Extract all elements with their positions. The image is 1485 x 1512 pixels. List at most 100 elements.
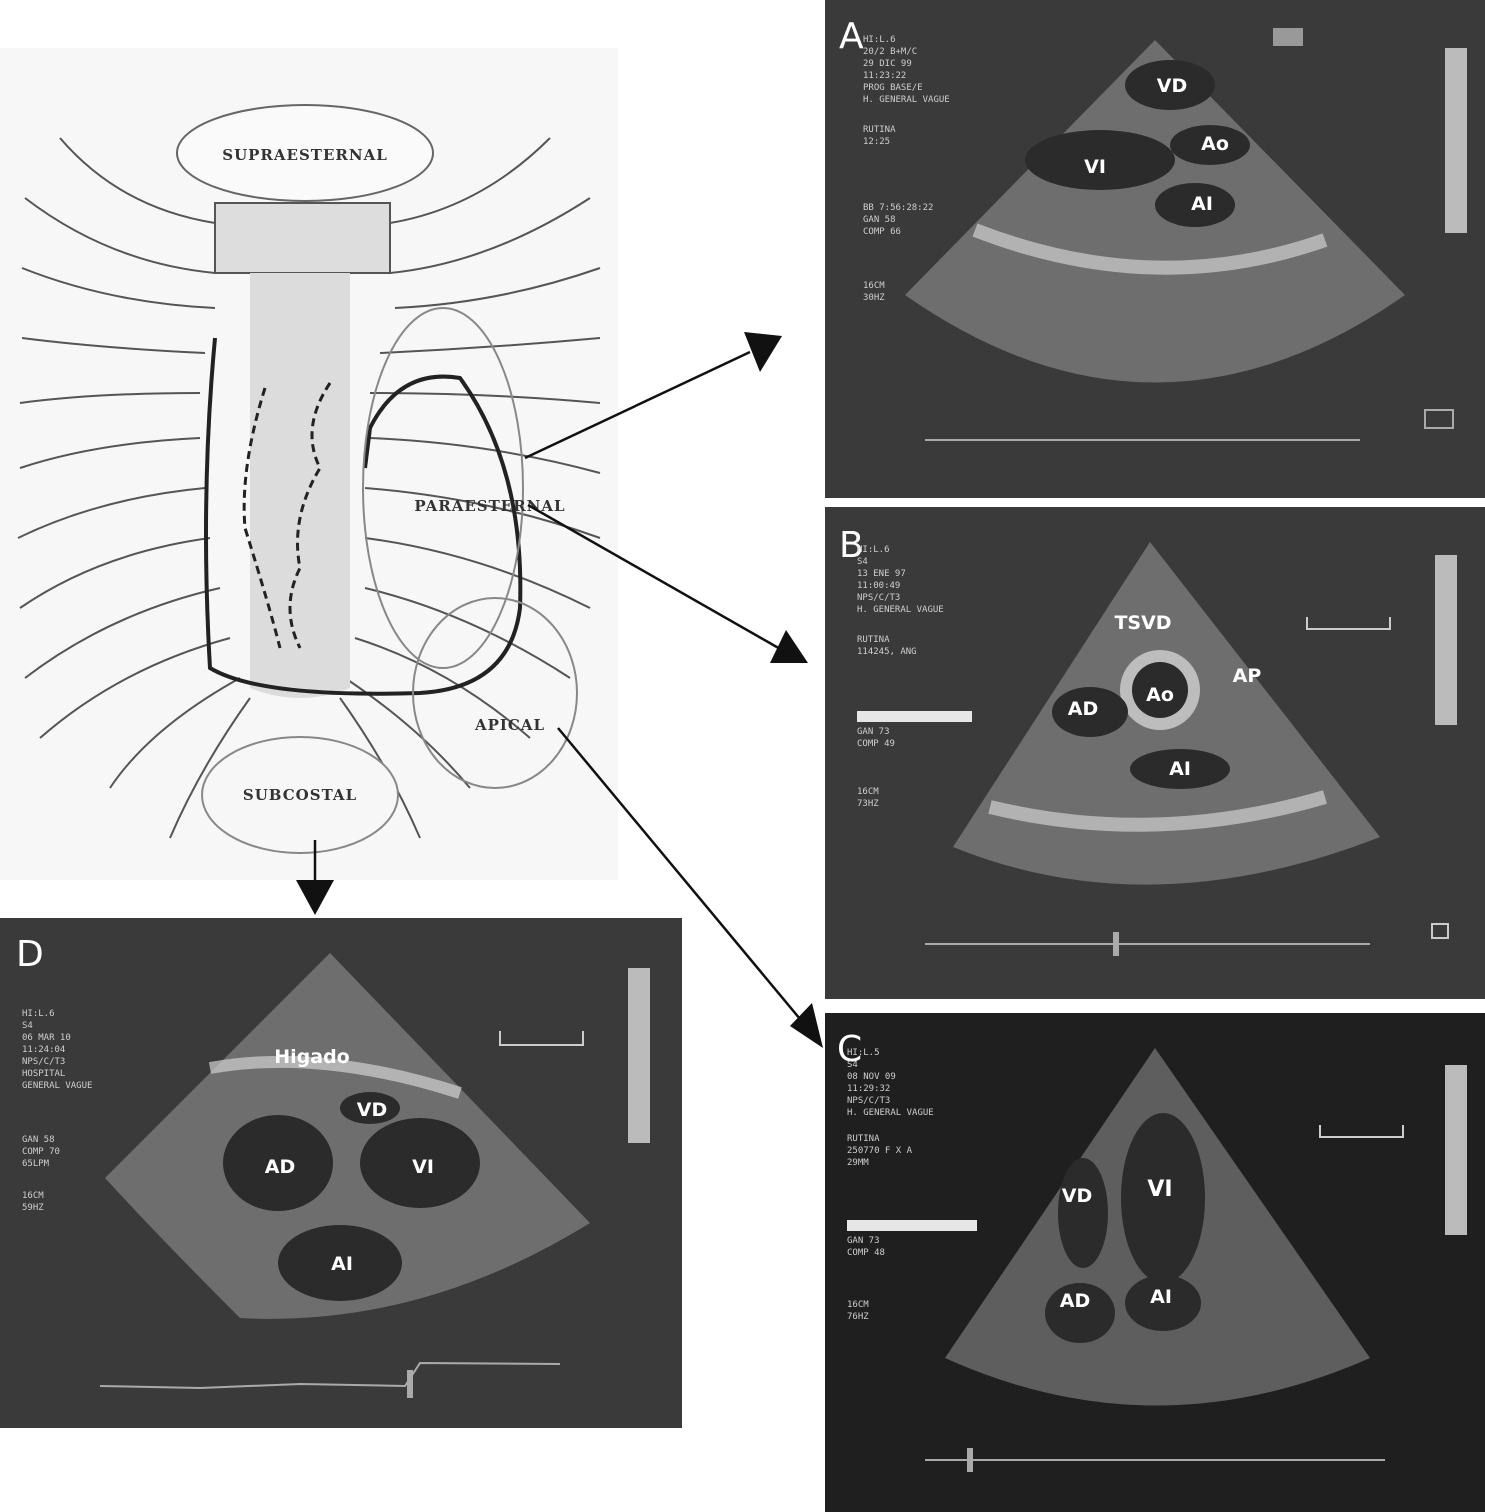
subcostal-label: SUBCOSTAL xyxy=(243,786,357,804)
echo-image-a: A VD Ao VI AI HI:L.6 20/2 B+M/C 29 DIC 9… xyxy=(839,16,1467,441)
arrow-head-a xyxy=(744,332,782,372)
machine-line: NPS/C/T3 xyxy=(22,1057,65,1067)
echo-sector-a xyxy=(905,40,1405,383)
echo-panel-b: B TSVD AP AD Ao AI HI:L.6 S4 13 ENE 97 1… xyxy=(825,507,1485,999)
cavity-ao xyxy=(1170,125,1250,165)
machine-text-c: HI:L.5 S4 08 NOV 09 11:29:32 NPS/C/T3 H.… xyxy=(847,1048,977,1322)
label-ad: AD xyxy=(265,1156,295,1178)
cavity-vd xyxy=(1058,1158,1108,1268)
supraesternal-window xyxy=(176,104,434,202)
machine-line: NPS/C/T3 xyxy=(847,1096,890,1106)
machine-line: 11:29:32 xyxy=(847,1084,890,1094)
machine-line: COMP 49 xyxy=(857,739,895,749)
panel-letter-b: B xyxy=(839,525,864,566)
machine-line: GENERAL VAGUE xyxy=(22,1081,92,1091)
machine-line: GAN 58 xyxy=(863,215,896,225)
supraesternal-label: SUPRAESTERNAL xyxy=(222,146,388,164)
machine-line: HI:L.5 xyxy=(847,1048,880,1058)
grayscale-bar-d xyxy=(628,968,650,1143)
echo-panel-d: D Higado VD AD VI AI HI:L.6 S4 06 MAR 10… xyxy=(0,918,682,1428)
label-vd: VD xyxy=(1062,1185,1092,1207)
chest-diagram-panel: SUPRAESTERNAL PARAESTERNAL APICAL SUBCOS… xyxy=(0,48,618,880)
label-ap: AP xyxy=(1233,665,1262,687)
label-ai: AI xyxy=(1191,193,1213,215)
timeline-marker-b xyxy=(1113,932,1119,956)
redacted-bar-c xyxy=(847,1220,977,1231)
aorta-dashed-line xyxy=(288,382,332,649)
timeline-marker-d xyxy=(407,1370,413,1398)
machine-line: H. GENERAL VAGUE xyxy=(857,605,944,615)
label-ai: AI xyxy=(1169,758,1191,780)
apical-label: APICAL xyxy=(474,716,545,734)
paraesternal-window xyxy=(362,307,524,669)
label-ad: AD xyxy=(1068,698,1098,720)
cavity-ad xyxy=(223,1115,333,1211)
machine-line: HI:L.6 xyxy=(863,35,896,45)
apical-window xyxy=(412,597,578,789)
machine-line: 114245, ANG xyxy=(857,647,917,657)
machine-line: H. GENERAL VAGUE xyxy=(863,95,950,105)
chest-diagram: SUPRAESTERNAL PARAESTERNAL APICAL SUBCOS… xyxy=(17,104,601,854)
machine-line: 11:24:04 xyxy=(22,1045,65,1055)
cavity-vi xyxy=(1121,1113,1205,1283)
cavity-ai xyxy=(1125,1275,1201,1331)
echo-image-d: D Higado VD AD VI AI HI:L.6 S4 06 MAR 10… xyxy=(16,934,650,1398)
label-ai: AI xyxy=(1150,1286,1172,1308)
heart-outline xyxy=(204,337,523,696)
machine-line: S4 xyxy=(847,1060,858,1070)
machine-line: 08 NOV 09 xyxy=(847,1072,896,1082)
grayscale-bar-a xyxy=(1445,48,1467,233)
machine-line: BB 7:56:28:22 xyxy=(863,203,933,213)
echo-image-c: C VD VI AD AI HI:L.5 S4 08 NOV 09 11:29:… xyxy=(837,1029,1467,1472)
manubrium xyxy=(214,202,391,274)
scale-box-a xyxy=(1424,409,1454,429)
machine-line: 11:00:49 xyxy=(857,581,900,591)
label-higado: Higado xyxy=(274,1046,350,1068)
machine-line: 76HZ xyxy=(847,1312,869,1322)
heart-dashed-line xyxy=(242,387,282,649)
machine-line: COMP 70 xyxy=(22,1147,60,1157)
probe-marker-a xyxy=(1273,28,1303,46)
label-ao: Ao xyxy=(1201,133,1229,155)
machine-line: 11:23:22 xyxy=(863,71,906,81)
machine-line: 65LPM xyxy=(22,1159,50,1169)
cavity-vd xyxy=(340,1092,400,1124)
machine-line: 20/2 B+M/C xyxy=(863,47,917,57)
panel-letter-c: C xyxy=(837,1029,862,1070)
machine-line: HI:L.6 xyxy=(22,1009,55,1019)
machine-line: 59HZ xyxy=(22,1203,44,1213)
scale-bracket-d xyxy=(499,1031,584,1046)
cavity-ao xyxy=(1132,662,1188,718)
arrow-head-b xyxy=(770,630,808,663)
machine-line: RUTINA xyxy=(857,635,890,645)
machine-line: PROG BASE/E xyxy=(863,83,923,93)
machine-line: GAN 58 xyxy=(22,1135,55,1145)
label-ai: AI xyxy=(331,1253,353,1275)
cavity-vd xyxy=(1125,60,1215,110)
label-ao: Ao xyxy=(1146,684,1174,706)
redacted-bar-b xyxy=(857,711,972,722)
machine-line: 73HZ xyxy=(857,799,879,809)
cavity-ai xyxy=(1155,183,1235,227)
label-vd: VD xyxy=(357,1099,387,1121)
machine-text-a: HI:L.6 20/2 B+M/C 29 DIC 99 11:23:22 PRO… xyxy=(863,35,950,303)
machine-line: 06 MAR 10 xyxy=(22,1033,71,1043)
machine-line: GAN 73 xyxy=(847,1236,880,1246)
machine-line: 16CM xyxy=(22,1191,44,1201)
machine-line: 30HZ xyxy=(863,293,885,303)
scale-box-b xyxy=(1431,923,1449,939)
machine-line: NPS/C/T3 xyxy=(857,593,900,603)
machine-line: 13 ENE 97 xyxy=(857,569,906,579)
grayscale-bar-c xyxy=(1445,1065,1467,1235)
panel-letter-a: A xyxy=(839,16,864,57)
machine-text-b: HI:L.6 S4 13 ENE 97 11:00:49 NPS/C/T3 H.… xyxy=(857,545,972,809)
diaphragm-echo xyxy=(208,1055,462,1099)
machine-line: 29MM xyxy=(847,1158,869,1168)
machine-line: HI:L.6 xyxy=(857,545,890,555)
cavity-ad xyxy=(1045,1283,1115,1343)
machine-line: 16CM xyxy=(847,1300,869,1310)
machine-text-d: HI:L.6 S4 06 MAR 10 11:24:04 NPS/C/T3 HO… xyxy=(22,1009,92,1213)
subcostal-window xyxy=(201,736,399,854)
cavity-ai xyxy=(1130,749,1230,789)
machine-line: RUTINA xyxy=(847,1134,880,1144)
